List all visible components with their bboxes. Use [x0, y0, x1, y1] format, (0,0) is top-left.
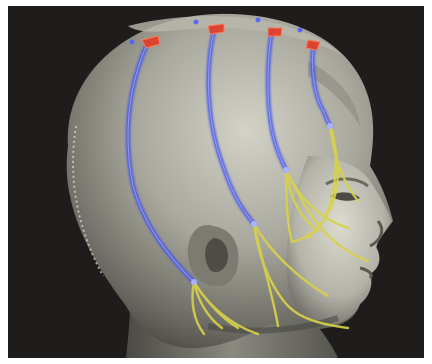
- joint-3: [283, 167, 289, 173]
- red-marker-2: [208, 24, 224, 34]
- joint-4: [327, 123, 333, 129]
- photo: [8, 6, 424, 358]
- head-illustration: [8, 6, 424, 358]
- joint-2: [251, 221, 257, 227]
- red-marker-3: [268, 28, 282, 36]
- joint-1: [191, 279, 197, 285]
- red-marker-4: [306, 40, 320, 50]
